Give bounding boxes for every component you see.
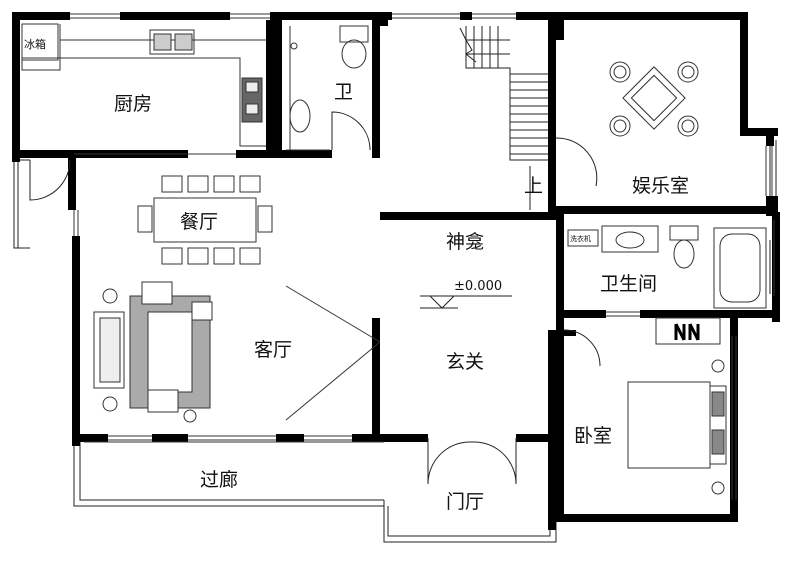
room-label-bathroom: 卫生间 [600, 273, 657, 295]
walls [12, 12, 780, 530]
room-label-corridor: 过廊 [200, 469, 238, 491]
washing-machine-icon [567, 229, 599, 247]
room-label-living: 客厅 [254, 339, 292, 361]
kitchen-sink-icon [149, 29, 195, 55]
room-label-dining: 餐厅 [180, 211, 218, 233]
card-table-icon [609, 61, 699, 137]
toilet-icon [669, 225, 699, 241]
sofa-set-icon [93, 281, 213, 423]
bathroom-fixtures [567, 225, 767, 309]
toilet-bowl-icon [339, 25, 369, 43]
room-label-entry-hall: 门厅 [446, 491, 484, 513]
staircase [459, 26, 548, 210]
fridge-icon [21, 23, 59, 61]
washer-label: 洗衣机 [570, 234, 591, 243]
toilet-fixtures [289, 25, 369, 150]
room-label-toilet: 卫 [334, 81, 353, 103]
washbasin-icon [289, 99, 311, 133]
room-label-bedroom: 卧室 [574, 425, 612, 447]
wardrobe-icon [655, 317, 721, 345]
room-label-shrine: 神龛 [446, 231, 484, 253]
elevation-label: ±0.000 [454, 279, 502, 294]
dining-table-icon [137, 175, 273, 265]
kitchen-fixtures [21, 23, 266, 155]
room-label-kitchen: 厨房 [114, 93, 152, 115]
bed-icon [627, 381, 711, 469]
outer-outline [13, 140, 777, 543]
bathtub-icon [713, 227, 767, 309]
bedroom-fixtures [627, 317, 727, 495]
fridge-label: 冰箱 [24, 37, 46, 51]
elevation-marker [420, 295, 512, 309]
section-lines [285, 285, 381, 421]
doors [29, 111, 601, 485]
room-label-foyer: 玄关 [446, 351, 484, 373]
basin-counter-icon [601, 225, 659, 253]
room-label-entertainment: 娱乐室 [632, 175, 689, 197]
windows [70, 13, 775, 500]
stair-up-label: 上 [524, 175, 543, 197]
